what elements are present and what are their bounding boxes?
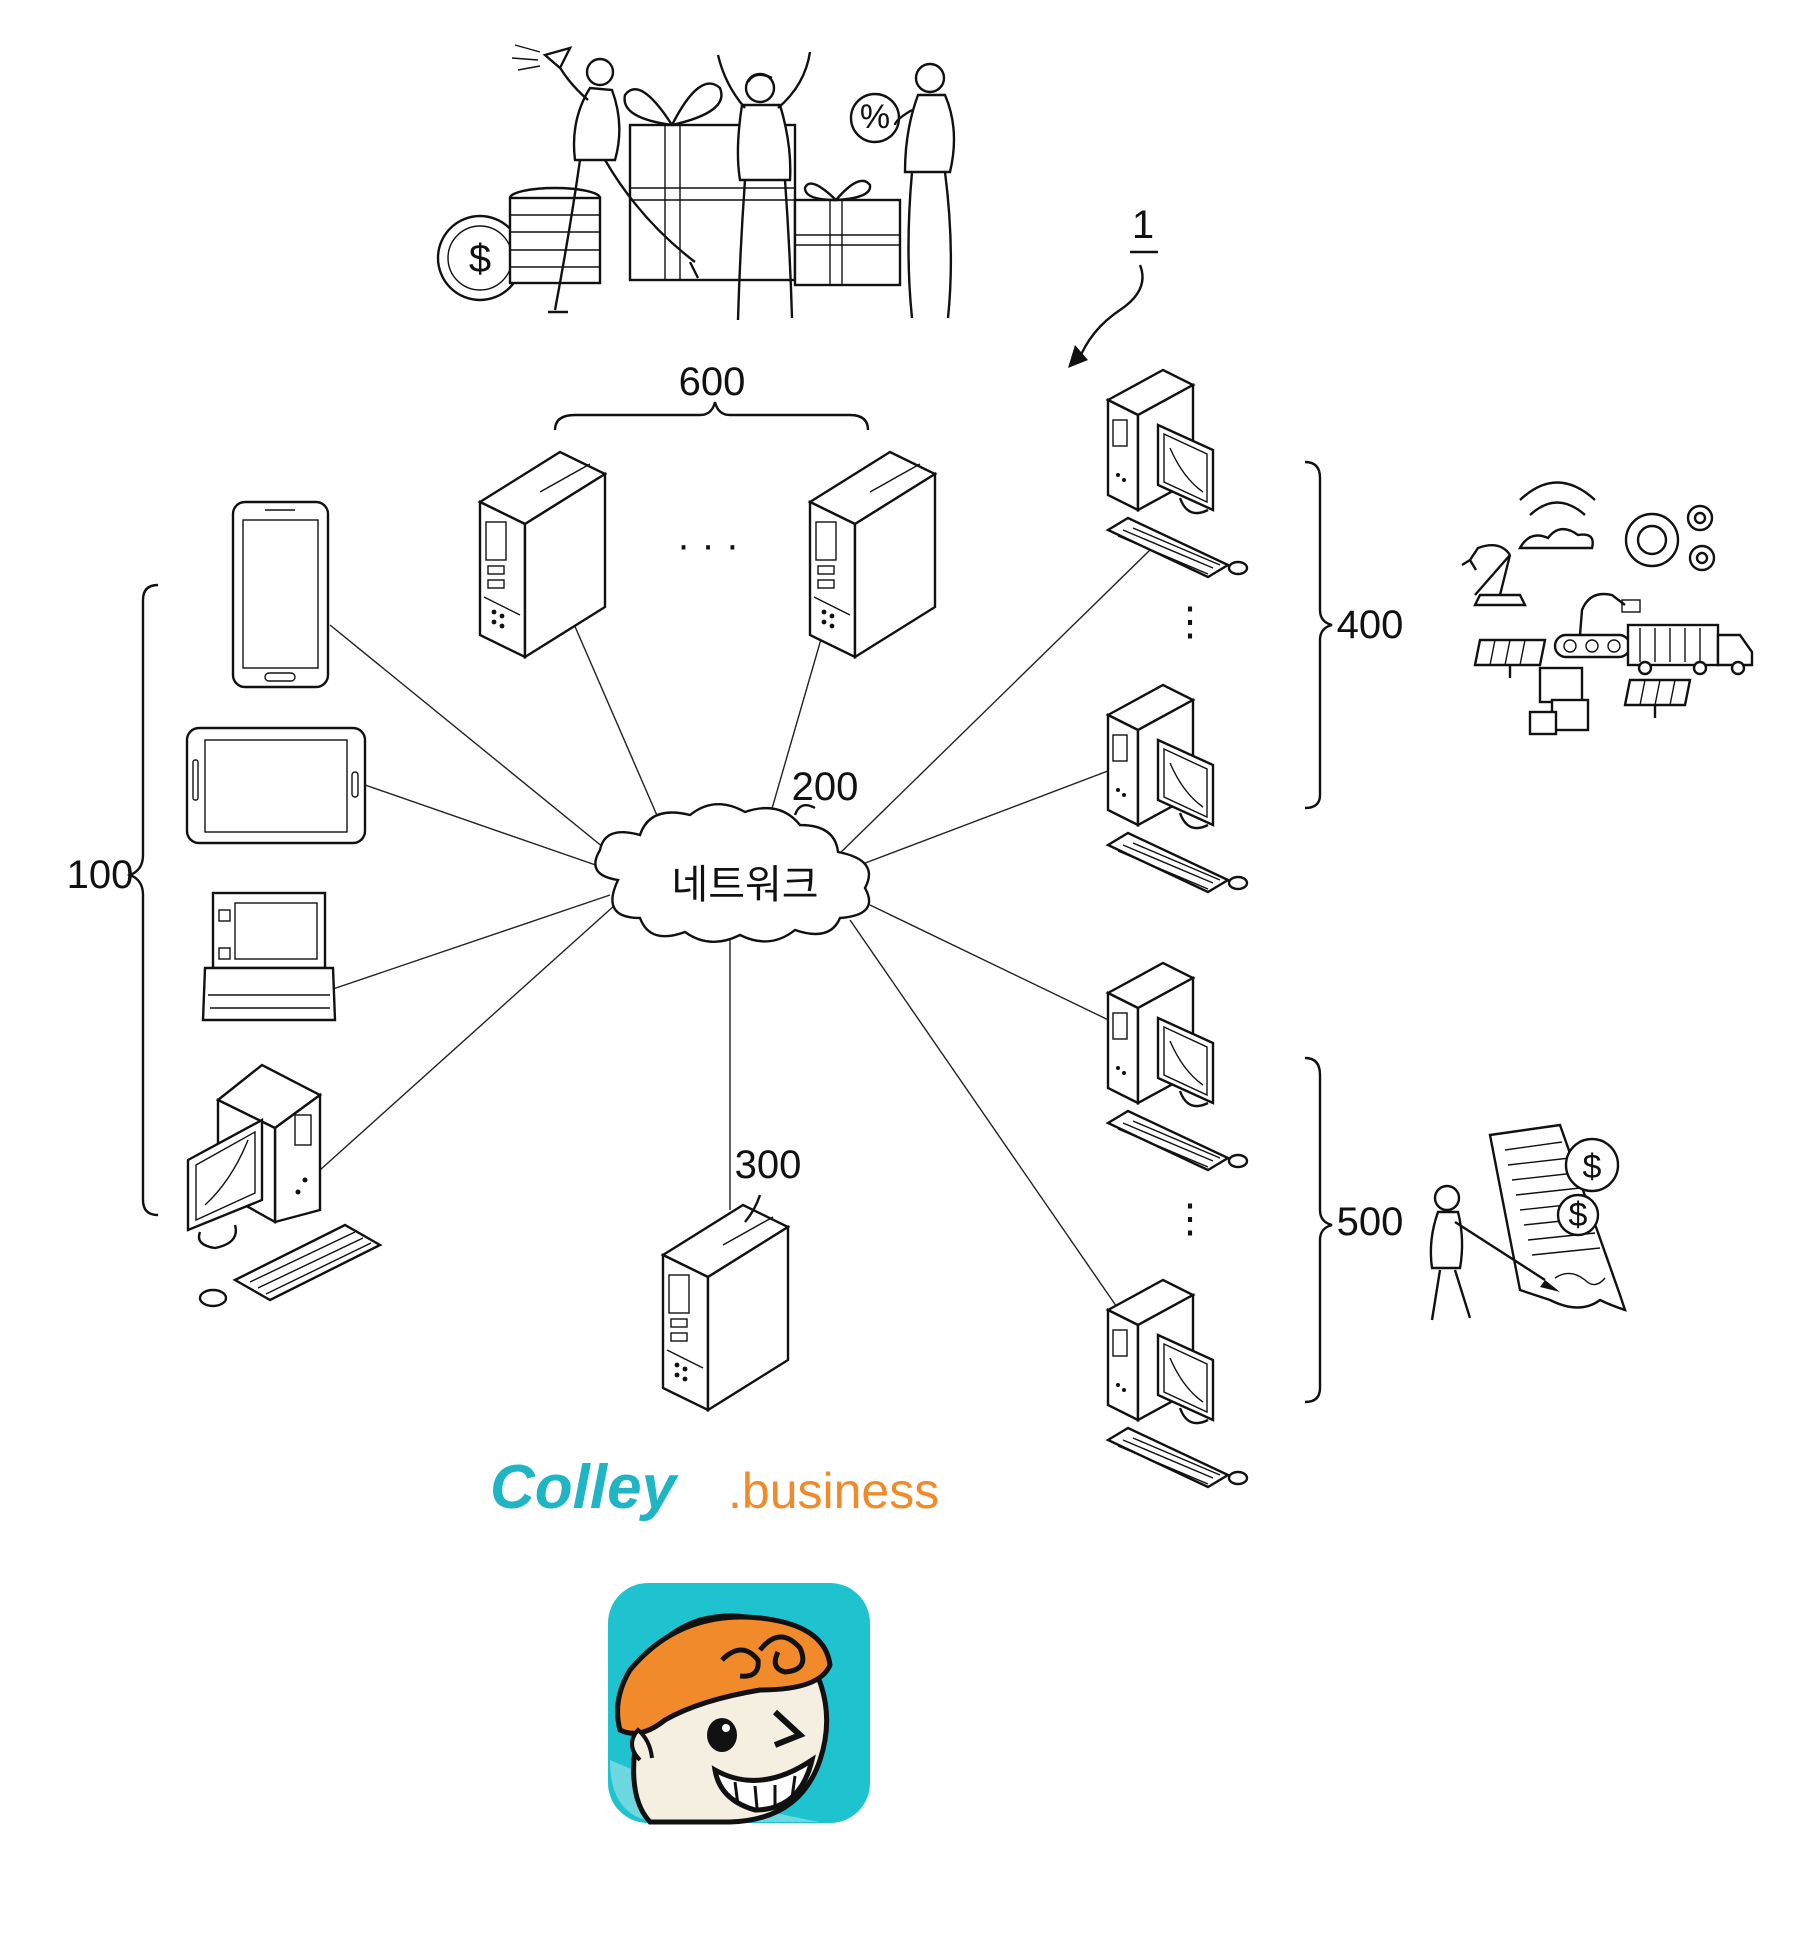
network-label: 네트워크	[671, 863, 818, 907]
group-400-ellipsis: ⋮	[1170, 600, 1210, 644]
robot-arm-icon	[1461, 544, 1527, 607]
boxes-icon	[1528, 666, 1590, 736]
dollar-circle-1-icon	[1564, 1137, 1620, 1193]
group-600-ellipsis: · · ·	[677, 523, 739, 567]
group-100-bracket	[126, 583, 159, 1217]
contract-illustration: $ $	[1429, 1123, 1627, 1321]
server-300-leader	[744, 1194, 762, 1223]
network-ref-label: 200	[792, 765, 859, 809]
desktop-computer-icon	[186, 1063, 383, 1308]
network-leader	[793, 804, 816, 816]
group-100-label: 100	[67, 853, 134, 897]
group-400-label: 400	[1337, 603, 1404, 647]
workstation-400b-icon	[1106, 683, 1249, 894]
dollar-circle-1-symbol: $	[1583, 1148, 1602, 1186]
group-500-bracket	[1304, 1056, 1333, 1404]
group-500-ellipsis: ⋮	[1170, 1197, 1210, 1241]
group-500-label: 500	[1337, 1200, 1404, 1244]
servers-group-600: 600 · · ·	[478, 360, 937, 659]
gears-icon	[1624, 504, 1716, 572]
person-holding-coin-icon: %	[849, 62, 956, 319]
truck-icon	[1626, 623, 1754, 676]
industry-illustration	[1461, 481, 1754, 736]
network-links	[319, 549, 1151, 1356]
person-cheering-icon	[716, 51, 812, 321]
system-ref-label: 1	[1132, 203, 1154, 247]
workstation-500a-icon	[1106, 961, 1249, 1172]
client-devices-group: 100	[67, 500, 383, 1308]
workstations-group-500: ⋮ 500	[1106, 961, 1404, 1489]
dollar-coin-symbol: $	[469, 237, 491, 281]
solar-panel-icon	[1473, 638, 1547, 678]
solar-panel-2-icon	[1623, 678, 1692, 718]
celebration-illustration: $	[436, 44, 956, 321]
smartphone-icon	[231, 500, 330, 689]
server-600a-icon	[478, 450, 607, 659]
network-cloud: 네트워크	[594, 803, 871, 943]
mascot-face-icon	[615, 1613, 833, 1825]
system-arrow-line	[1076, 264, 1144, 363]
dollar-circle-2-symbol: $	[1569, 1196, 1588, 1234]
workstation-500b-icon	[1106, 1278, 1249, 1489]
dollar-circle-2-icon	[1556, 1193, 1600, 1237]
brand-suffix: .business	[728, 1463, 939, 1519]
person-with-pen-icon	[1429, 1184, 1560, 1321]
laptop-icon	[201, 891, 337, 1022]
server-300-icon	[661, 1203, 790, 1412]
workstations-group-400: ⋮ 400	[1106, 368, 1404, 894]
person-megaphone-icon	[511, 44, 700, 314]
workstation-400a-icon	[1106, 368, 1249, 579]
server-300-label: 300	[735, 1143, 802, 1187]
system-reference: 1	[1068, 203, 1158, 368]
tablet-icon	[185, 726, 367, 845]
group-400-bracket	[1304, 460, 1333, 810]
percent-coin-symbol: %	[860, 98, 890, 136]
brand-logo: Colley .business	[490, 1453, 939, 1522]
app-icon[interactable]	[608, 1583, 870, 1825]
arrow-head-icon	[1068, 345, 1088, 368]
brand-name: Colley	[490, 1453, 680, 1522]
group-600-bracket	[553, 401, 870, 431]
wireless-cloud-icon	[1517, 481, 1596, 550]
server-300: 300	[661, 1143, 802, 1412]
megaphone-icon	[542, 46, 573, 70]
coin-stack-icon	[508, 186, 602, 285]
group-600-label: 600	[679, 360, 746, 404]
small-gift-box-icon	[793, 179, 902, 287]
server-600b-icon	[808, 450, 937, 659]
